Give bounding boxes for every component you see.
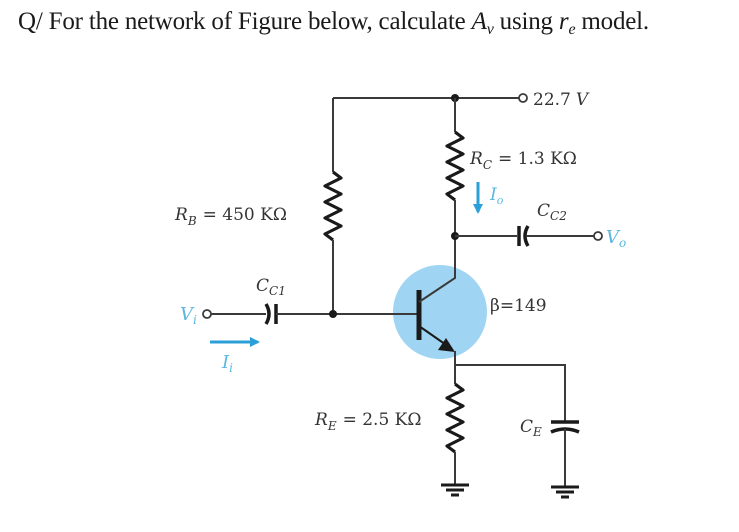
- io-label: Io: [489, 185, 504, 207]
- rb-resistor-icon: [323, 170, 343, 242]
- question-middle: using: [493, 8, 559, 35]
- re-symbol: re: [558, 8, 576, 38]
- vi-label: Vi: [180, 304, 197, 327]
- question-suffix: model.: [575, 8, 649, 35]
- ii-label: Ii: [221, 352, 233, 375]
- cc1-capacitor-icon: [264, 303, 278, 325]
- beta-label: β=149: [490, 296, 547, 316]
- re-resistor-icon: [445, 382, 465, 454]
- vo-label: Vo: [606, 227, 626, 250]
- cc2-label: CC2: [537, 201, 567, 223]
- question-prefix: Q/ For the network of Figure below, calc…: [18, 8, 472, 35]
- av-symbol: Av: [471, 8, 494, 38]
- emitter-wire-right: [455, 364, 566, 421]
- cc2-capacitor-icon: [517, 225, 530, 247]
- ground-icon: [441, 483, 469, 497]
- input-terminal: [202, 309, 212, 319]
- re-label: RE= 2.5 KΩ: [314, 410, 421, 433]
- rb-label: RB= 450 KΩ: [174, 205, 287, 228]
- cc1-label: CC1: [256, 276, 286, 298]
- rc-label: RC= 1.3 KΩ: [469, 149, 577, 172]
- output-terminal: [593, 231, 603, 241]
- transistor-highlight: [393, 265, 487, 359]
- npn-transistor-icon: [416, 276, 456, 365]
- ce-label: CE: [520, 417, 542, 439]
- ground-icon: [551, 485, 579, 499]
- question-text: Q/ For the network of Figure below, calc…: [18, 8, 649, 38]
- rc-resistor-icon: [445, 130, 465, 202]
- supply-terminal: [518, 93, 528, 103]
- base-node: [329, 310, 337, 318]
